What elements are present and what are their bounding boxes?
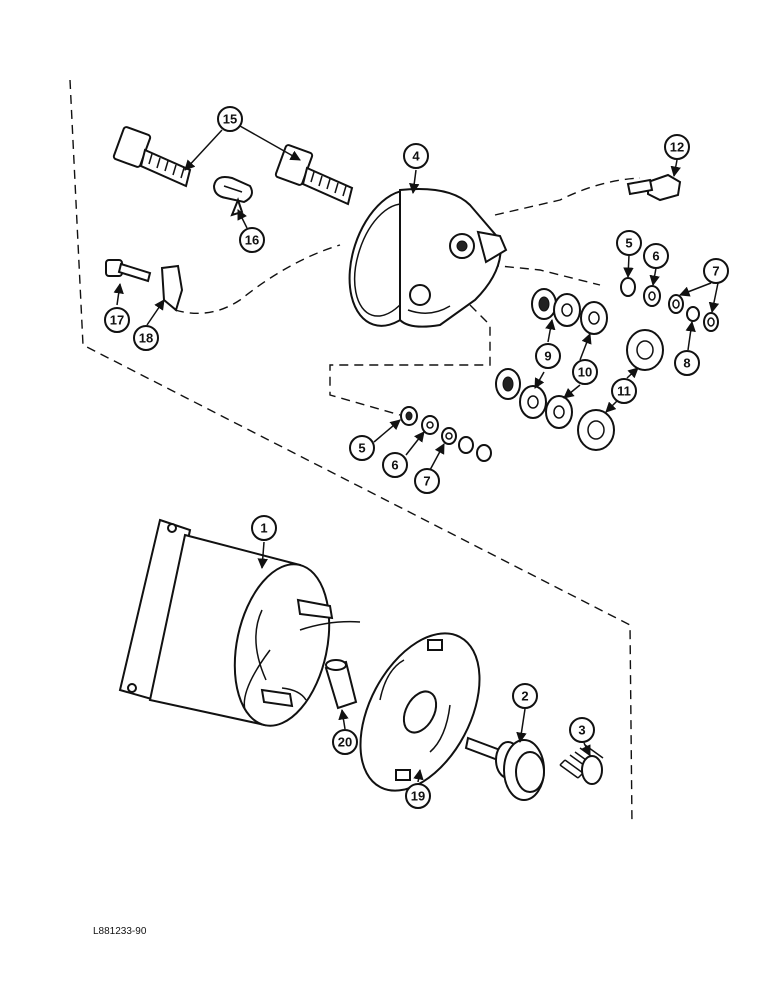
callout-2: 2 <box>512 683 538 709</box>
callout-1: 1 <box>251 515 277 541</box>
washer-5-upper <box>620 277 636 297</box>
callout-3: 3 <box>569 717 595 743</box>
washer-8 <box>686 306 700 322</box>
svg-text:6: 6 <box>652 249 659 264</box>
svg-text:20: 20 <box>338 735 352 750</box>
contact-disc <box>359 632 481 792</box>
drawing-code: L881233-90 <box>93 926 147 937</box>
svg-text:7: 7 <box>423 474 430 489</box>
leader-lines <box>113 125 720 783</box>
plunger <box>464 736 545 801</box>
washer-5-lower <box>400 406 418 426</box>
svg-text:6: 6 <box>391 458 398 473</box>
nut-10-lower <box>545 395 573 429</box>
svg-text:7: 7 <box>712 264 719 279</box>
callout-18: 18 <box>133 325 159 351</box>
svg-text:1: 1 <box>260 521 267 536</box>
callout-17: 17 <box>104 307 130 333</box>
bracket-bolt-dashed-line <box>494 177 641 216</box>
svg-text:8: 8 <box>683 356 690 371</box>
svg-text:5: 5 <box>358 441 365 456</box>
washer-6-lower <box>421 415 439 435</box>
callout-10: 10 <box>572 359 598 385</box>
svg-text:17: 17 <box>110 313 124 328</box>
washer-9-upper <box>553 293 581 327</box>
upper-stud-dashed-line <box>489 264 601 286</box>
terminal-bolt-right <box>274 144 354 206</box>
svg-text:12: 12 <box>670 140 684 155</box>
svg-text:15: 15 <box>223 112 237 127</box>
svg-text:5: 5 <box>625 236 632 251</box>
callout-9: 9 <box>535 343 561 369</box>
svg-text:16: 16 <box>245 233 259 248</box>
svg-text:9: 9 <box>544 349 551 364</box>
nut-7-lower-c <box>476 444 492 462</box>
solenoid-cover <box>348 188 508 328</box>
svg-text:4: 4 <box>412 149 420 164</box>
insulator-lower <box>495 368 521 400</box>
callout-15: 15 <box>217 106 243 132</box>
nut-7-lower-a <box>441 427 457 445</box>
nut-7-upper-b <box>703 312 719 332</box>
callout-6-upper: 6 <box>643 243 669 269</box>
terminal-connection-dashed-line <box>174 244 341 315</box>
plunger-guide <box>324 659 358 710</box>
terminal-bolt-left <box>112 126 192 188</box>
assembly-boundary-dashed-line <box>69 79 633 826</box>
callout-7-upper: 7 <box>703 258 729 284</box>
washer-9-lower <box>519 385 547 419</box>
callout-11: 11 <box>611 378 637 404</box>
lock-tab <box>212 176 253 217</box>
bracket-bolt <box>626 173 682 202</box>
nut-7-upper-a <box>668 294 684 314</box>
small-screw <box>105 259 152 283</box>
callout-12: 12 <box>664 134 690 160</box>
svg-text:18: 18 <box>139 331 153 346</box>
svg-text:19: 19 <box>411 789 425 804</box>
callout-16: 16 <box>239 227 265 253</box>
washer-6-upper <box>643 285 661 307</box>
return-spring <box>559 744 604 785</box>
callout-7-lower: 7 <box>414 468 440 494</box>
nut-10-upper <box>580 301 608 335</box>
callout-6-lower: 6 <box>382 452 408 478</box>
callout-19: 19 <box>405 783 431 809</box>
svg-text:11: 11 <box>617 384 631 399</box>
callout-20: 20 <box>332 729 358 755</box>
svg-text:2: 2 <box>521 689 528 704</box>
svg-text:3: 3 <box>578 723 585 738</box>
lower-stud-dashed-line <box>329 304 491 416</box>
callout-4: 4 <box>403 143 429 169</box>
callout-5-lower: 5 <box>349 435 375 461</box>
terminal-clip <box>160 264 184 312</box>
callout-8: 8 <box>674 350 700 376</box>
nut-11-upper <box>626 329 664 371</box>
insulator-upper <box>531 288 557 320</box>
callout-5-upper: 5 <box>616 230 642 256</box>
nut-7-lower-b <box>458 436 474 454</box>
nut-11-lower <box>577 409 615 451</box>
svg-text:10: 10 <box>578 365 592 380</box>
solenoid-body <box>118 518 361 727</box>
